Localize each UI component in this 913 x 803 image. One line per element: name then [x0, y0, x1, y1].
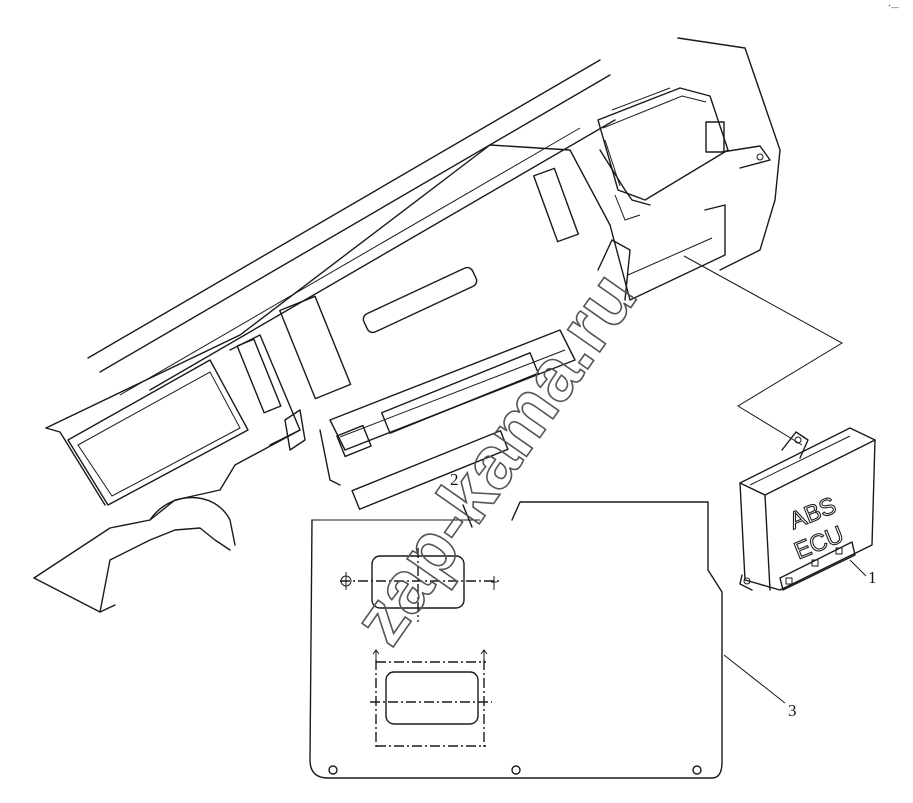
mounted-ecu-unit [597, 87, 771, 221]
cover-panel [309, 501, 723, 779]
callout-3: 3 [723, 654, 797, 720]
corner-mark: ᐩ— [888, 3, 899, 12]
watermark-logo: zap-kama.ru [337, 257, 653, 658]
callout-3-label: 3 [788, 701, 797, 720]
callout-2: 2 [450, 470, 473, 528]
abs-ecu: ABS ECU [739, 427, 876, 591]
callout-1-label: 1 [868, 568, 877, 587]
dashboard-assembly [33, 37, 781, 613]
callout-2-label: 2 [450, 470, 459, 489]
ecu-leader-line [683, 255, 843, 446]
callout-1: 1 [849, 559, 877, 587]
